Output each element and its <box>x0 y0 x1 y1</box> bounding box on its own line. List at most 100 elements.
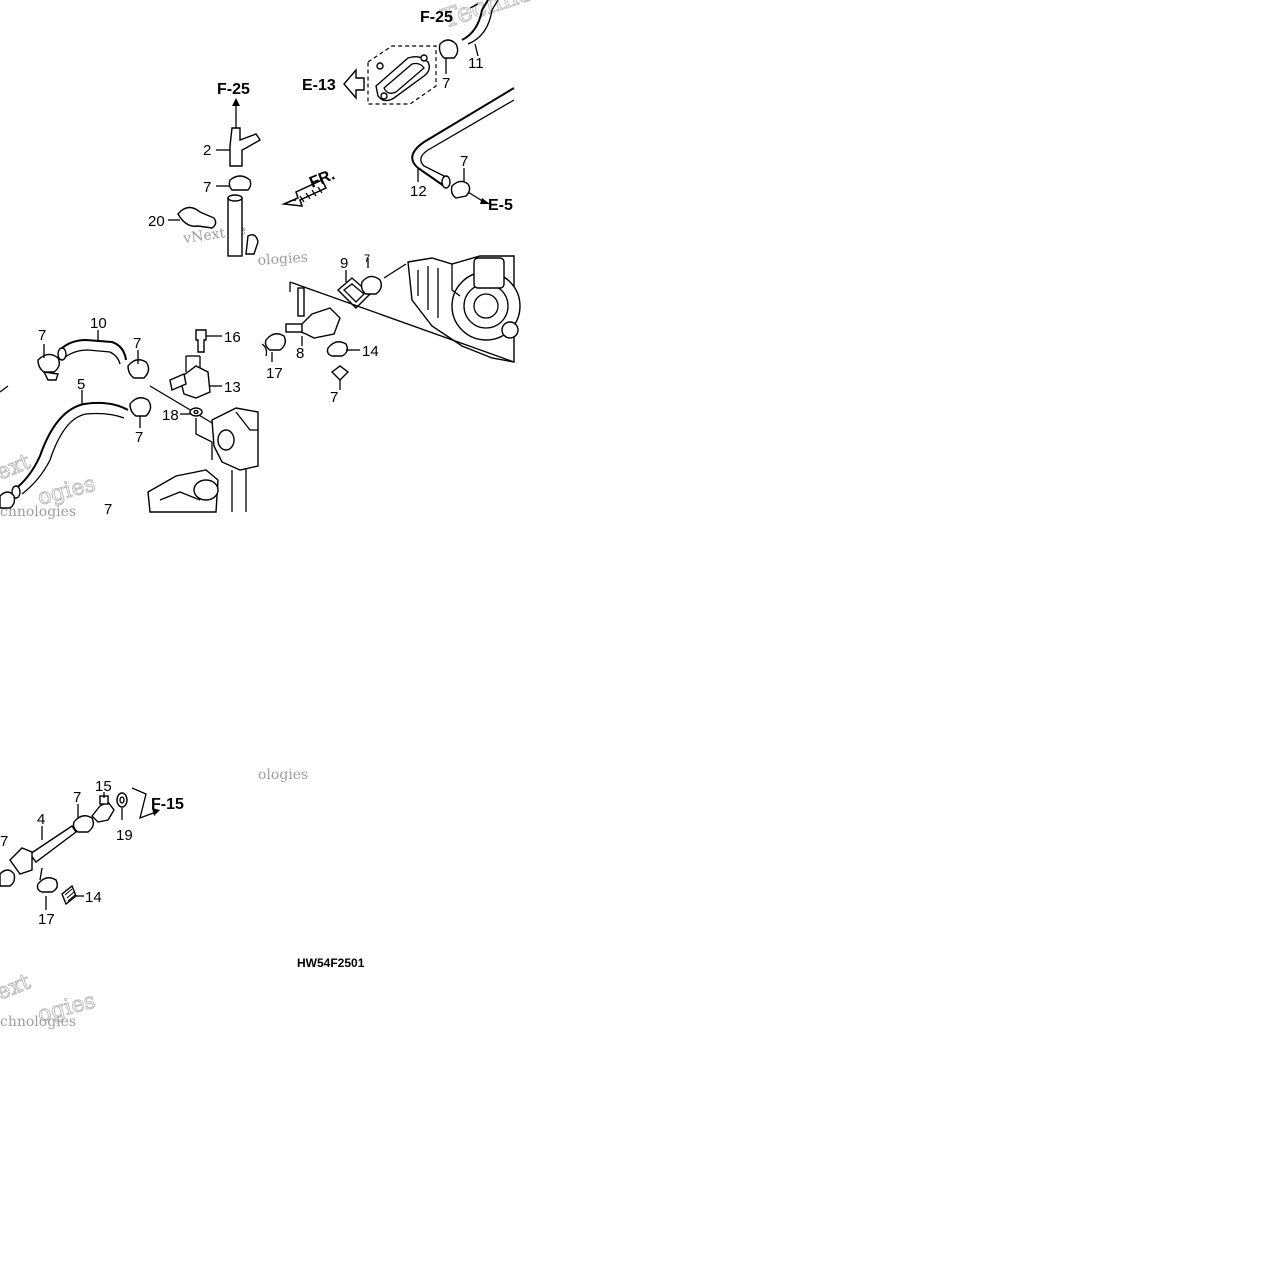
arrow-f25-top <box>469 3 479 9</box>
engine-detail <box>235 411 258 431</box>
housing-13-spigot <box>169 373 187 391</box>
clamp-7 <box>0 869 16 887</box>
callout-10: 10 <box>90 315 107 332</box>
hose-stub <box>383 263 407 279</box>
clamp-7 <box>129 397 152 417</box>
washer-19 <box>116 792 128 808</box>
clip-14 <box>61 884 77 906</box>
engine-detail <box>159 491 201 501</box>
arrow-hollow-e13 <box>343 68 365 100</box>
joint-8-spigot <box>285 323 303 333</box>
bolt-16 <box>195 329 207 353</box>
leader-f15 <box>131 787 157 820</box>
washer-18 <box>189 407 203 417</box>
clamp-20 <box>177 206 217 229</box>
callout-7: 7 <box>203 179 211 196</box>
callout-15: 15 <box>95 778 112 795</box>
flange-outlet <box>375 55 431 102</box>
pipe-vertical <box>227 197 243 257</box>
callout-14: 14 <box>85 889 102 906</box>
callout-9: 9 <box>340 255 348 272</box>
clamp-7 <box>0 491 16 509</box>
bracket-line <box>195 418 213 460</box>
watermark-text: ext <box>0 969 34 1005</box>
callout-e13: E-13 <box>302 77 336 94</box>
callout-18: 18 <box>162 407 179 424</box>
leader-line <box>39 867 43 881</box>
watermark-text: chnologies <box>0 1014 76 1030</box>
pump-inlet <box>473 257 505 289</box>
clamp-7 <box>450 180 471 199</box>
hose-12-end <box>441 175 451 189</box>
callout-7: 7 <box>73 789 81 806</box>
callout-7: 7 <box>133 335 141 352</box>
dashed-region <box>367 45 437 105</box>
hose-10-end <box>57 347 67 361</box>
washer-18-hole <box>193 409 199 415</box>
callout-7: 7 <box>38 327 46 344</box>
callout-front: FR. <box>307 166 337 191</box>
callout-e5: E-5 <box>488 197 513 214</box>
callout-13: 13 <box>224 379 241 396</box>
callout-7: 7 <box>135 429 143 446</box>
clamp-7 <box>438 39 459 59</box>
hose-11 <box>461 0 489 41</box>
arrow-head-e5 <box>480 198 490 204</box>
washer-19-hole <box>119 796 125 804</box>
clamp-7 <box>228 175 252 191</box>
callout-2: 2 <box>203 142 211 159</box>
callout-5: 5 <box>77 376 85 393</box>
callout-7: 7 <box>104 501 112 518</box>
panel-middle-left: 10 7 7 16 13 5 18 7 7 <box>0 315 259 518</box>
clamp-17 <box>326 341 349 357</box>
callout-7: 7 <box>460 153 468 170</box>
callout-7: 7 <box>442 75 450 92</box>
diagram-code: HW54F2501 <box>297 956 365 970</box>
callout-7: 17 <box>266 365 283 382</box>
fitting-15 <box>91 801 115 823</box>
clamp-7 <box>127 359 150 379</box>
clamp-edge <box>261 343 268 357</box>
pipe-fragment <box>0 385 9 393</box>
hose-12-outer <box>411 87 515 187</box>
joint-2 <box>229 127 261 167</box>
hose-11-edge <box>467 0 499 45</box>
clamp-7 <box>37 353 61 373</box>
callout-17: 14 <box>362 343 379 360</box>
clamp-7 <box>264 333 287 351</box>
hose-10-inner <box>63 349 121 365</box>
hose-5 <box>13 401 129 491</box>
leader-11 <box>474 43 479 57</box>
callout-f25: F-25 <box>217 81 250 98</box>
gasket-9-inner <box>343 283 365 303</box>
arrow-head-f15 <box>152 808 160 816</box>
pump-impeller-hub <box>473 293 499 319</box>
engine-port <box>217 429 235 451</box>
callout-16: 16 <box>224 329 241 346</box>
callout-4: 4 <box>37 811 45 828</box>
housing-fragment <box>9 847 33 875</box>
pump-detail <box>417 266 439 318</box>
arrow-head-f25 <box>232 98 240 106</box>
panel-bottom-left: 15 7 19 F-15 4 7 17 14 <box>0 778 184 928</box>
callout-7: 7 <box>0 833 8 850</box>
clip-14-hatch <box>64 888 76 902</box>
watermark-text: ologies <box>258 767 308 783</box>
callout-14: 7 <box>330 389 338 406</box>
pump-detail <box>451 264 461 297</box>
pipe-4 <box>28 825 77 863</box>
joint-8-spigot <box>297 287 305 317</box>
watermark-text: chnologies <box>0 504 76 520</box>
fitting-fragment <box>245 234 259 255</box>
pipe-end <box>227 194 243 202</box>
callout-19: 19 <box>116 827 133 844</box>
flange-bolt-hole <box>380 92 388 100</box>
pump-bolt <box>501 321 519 339</box>
engine-detail <box>231 468 247 512</box>
callout-20: 20 <box>148 213 165 230</box>
callout-8: 8 <box>296 345 304 362</box>
clamp-17 <box>36 877 59 893</box>
callout-12: 12 <box>410 183 427 200</box>
engine-port <box>193 479 219 501</box>
